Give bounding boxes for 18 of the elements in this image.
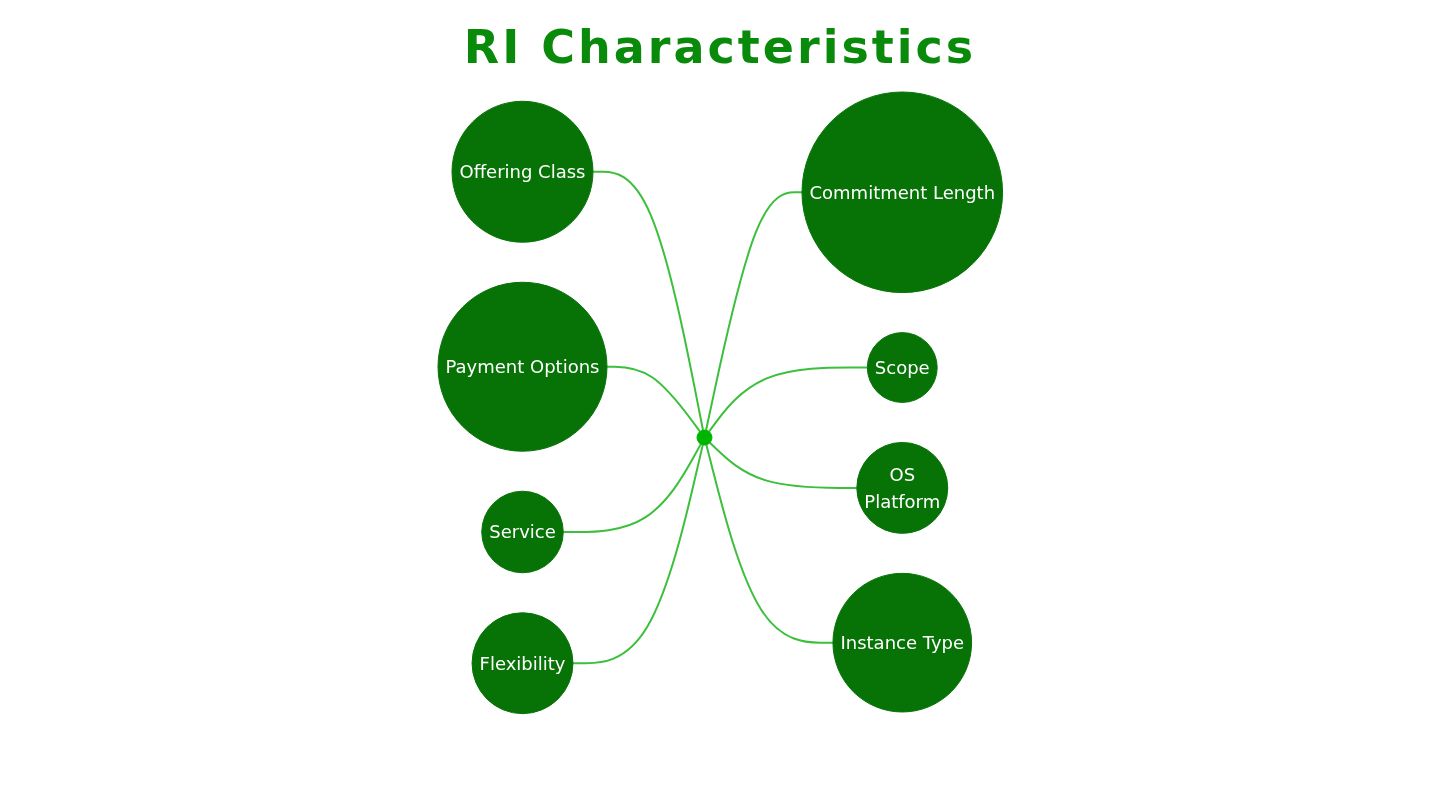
node-circle: Service: [480, 490, 564, 574]
connector: [708, 441, 858, 489]
diagram-title: RI Characteristics: [462, 20, 978, 74]
connector: [561, 443, 702, 533]
node-circle: Payment Options: [437, 281, 608, 452]
connector: [707, 366, 869, 433]
connector: [704, 191, 803, 432]
node-circle: Instance Type: [832, 572, 972, 713]
connector: [591, 170, 704, 432]
connector: [571, 443, 704, 665]
node-circle: Scope: [866, 332, 938, 403]
node-circle: Flexibility: [471, 612, 574, 715]
node-circle: Commitment Length: [801, 91, 1003, 294]
connector: [605, 365, 701, 433]
node-circle: OS Platform: [856, 441, 948, 534]
node-circle: Offering Class: [451, 100, 594, 243]
node-circle: [696, 429, 713, 446]
connector: [705, 443, 834, 644]
